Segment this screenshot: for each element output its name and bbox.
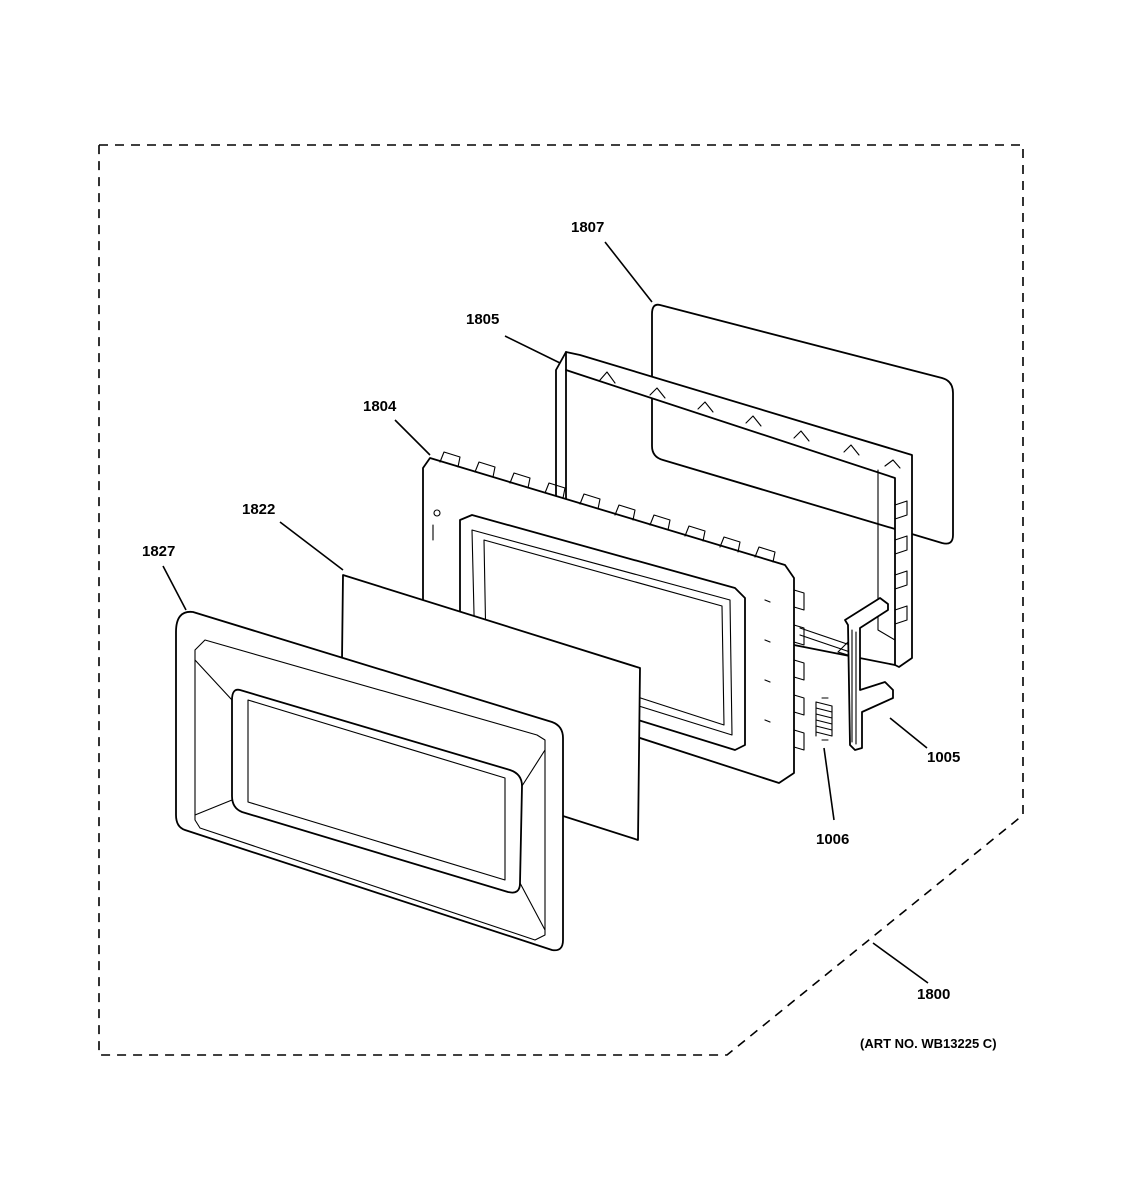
part-1005-latch-hook <box>837 597 894 751</box>
leader-1804 <box>394 419 431 456</box>
leader-1005 <box>889 717 928 749</box>
label-1827: 1827 <box>142 543 175 560</box>
label-1805: 1805 <box>466 311 499 328</box>
art-number: (ART NO. WB13225 C) <box>860 1036 997 1051</box>
leader-1006 <box>823 747 835 821</box>
part-1006-spring <box>815 697 833 741</box>
leader-1805 <box>504 335 561 364</box>
leader-1822 <box>279 521 344 571</box>
part-1805-inner-frame <box>555 351 913 668</box>
label-1800: 1800 <box>917 986 950 1003</box>
label-1006: 1006 <box>816 831 849 848</box>
label-1822: 1822 <box>242 501 275 518</box>
leader-1827 <box>162 565 187 611</box>
label-1005: 1005 <box>927 749 960 766</box>
leader-1807 <box>604 241 653 303</box>
assembly-boundary <box>98 144 1024 1056</box>
leader-1800 <box>872 942 929 984</box>
part-1827-outer-frame <box>175 610 564 952</box>
label-1804: 1804 <box>363 398 397 415</box>
label-1807: 1807 <box>571 219 604 236</box>
